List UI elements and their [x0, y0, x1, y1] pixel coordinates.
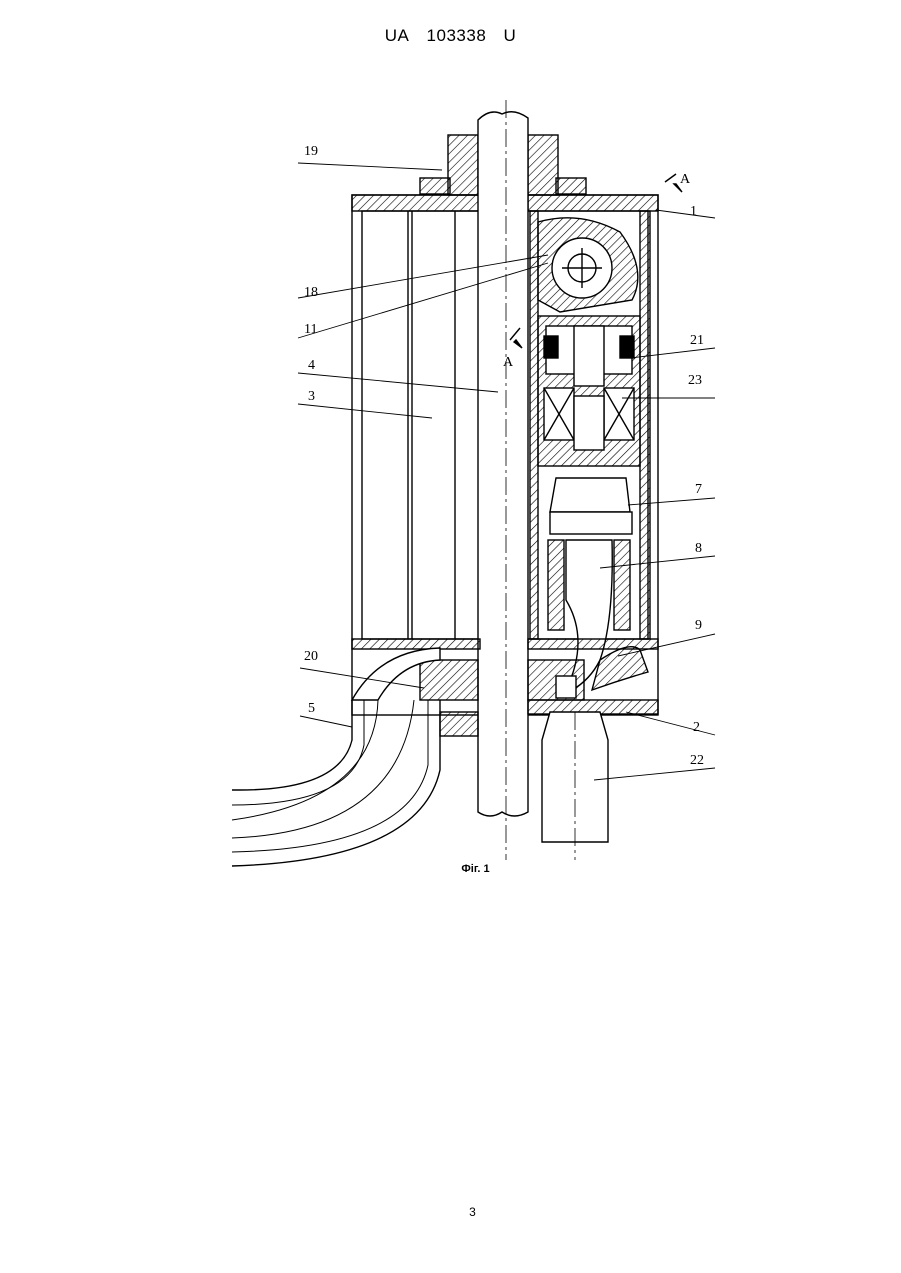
- housing-top-wall-right: [528, 195, 658, 211]
- label-9: 9: [695, 618, 702, 633]
- bellows-right: [614, 540, 630, 630]
- label-3: 3: [308, 389, 315, 404]
- top-cap-hatch-right: [528, 135, 558, 195]
- housing-top-wall-left: [352, 195, 480, 211]
- shaft: [478, 112, 528, 816]
- label-19: 19: [304, 144, 318, 159]
- nozzle-block: [550, 478, 630, 512]
- label-2: 2: [693, 720, 700, 735]
- top-flange-right: [556, 178, 586, 194]
- label-4: 4: [308, 358, 315, 373]
- label-8: 8: [695, 541, 702, 556]
- top-cap-hatch: [448, 135, 478, 195]
- bearing-left: [420, 660, 478, 700]
- label-7: 7: [695, 482, 702, 497]
- section-letter-top: A: [680, 172, 691, 187]
- label-22: 22: [690, 753, 704, 768]
- section-letter-mid: A: [503, 355, 514, 370]
- bellows-left: [548, 540, 564, 630]
- lower-flange-left: [440, 712, 478, 736]
- figure-caption: Фіг. 1: [0, 863, 901, 875]
- label-18: 18: [304, 285, 318, 300]
- housing-bottom-right: [528, 639, 658, 649]
- label-5: 5: [308, 701, 315, 716]
- label-11: 11: [304, 322, 317, 337]
- label-1: 1: [690, 204, 697, 219]
- label-20: 20: [304, 649, 318, 664]
- page-number: 3: [0, 1205, 901, 1219]
- label-21: 21: [690, 333, 704, 348]
- top-flange-left: [420, 178, 450, 194]
- label-23: 23: [688, 373, 702, 388]
- right-outer-wall: [640, 211, 650, 639]
- right-inner-wall: [530, 211, 538, 639]
- housing-bottom-left: [352, 639, 480, 649]
